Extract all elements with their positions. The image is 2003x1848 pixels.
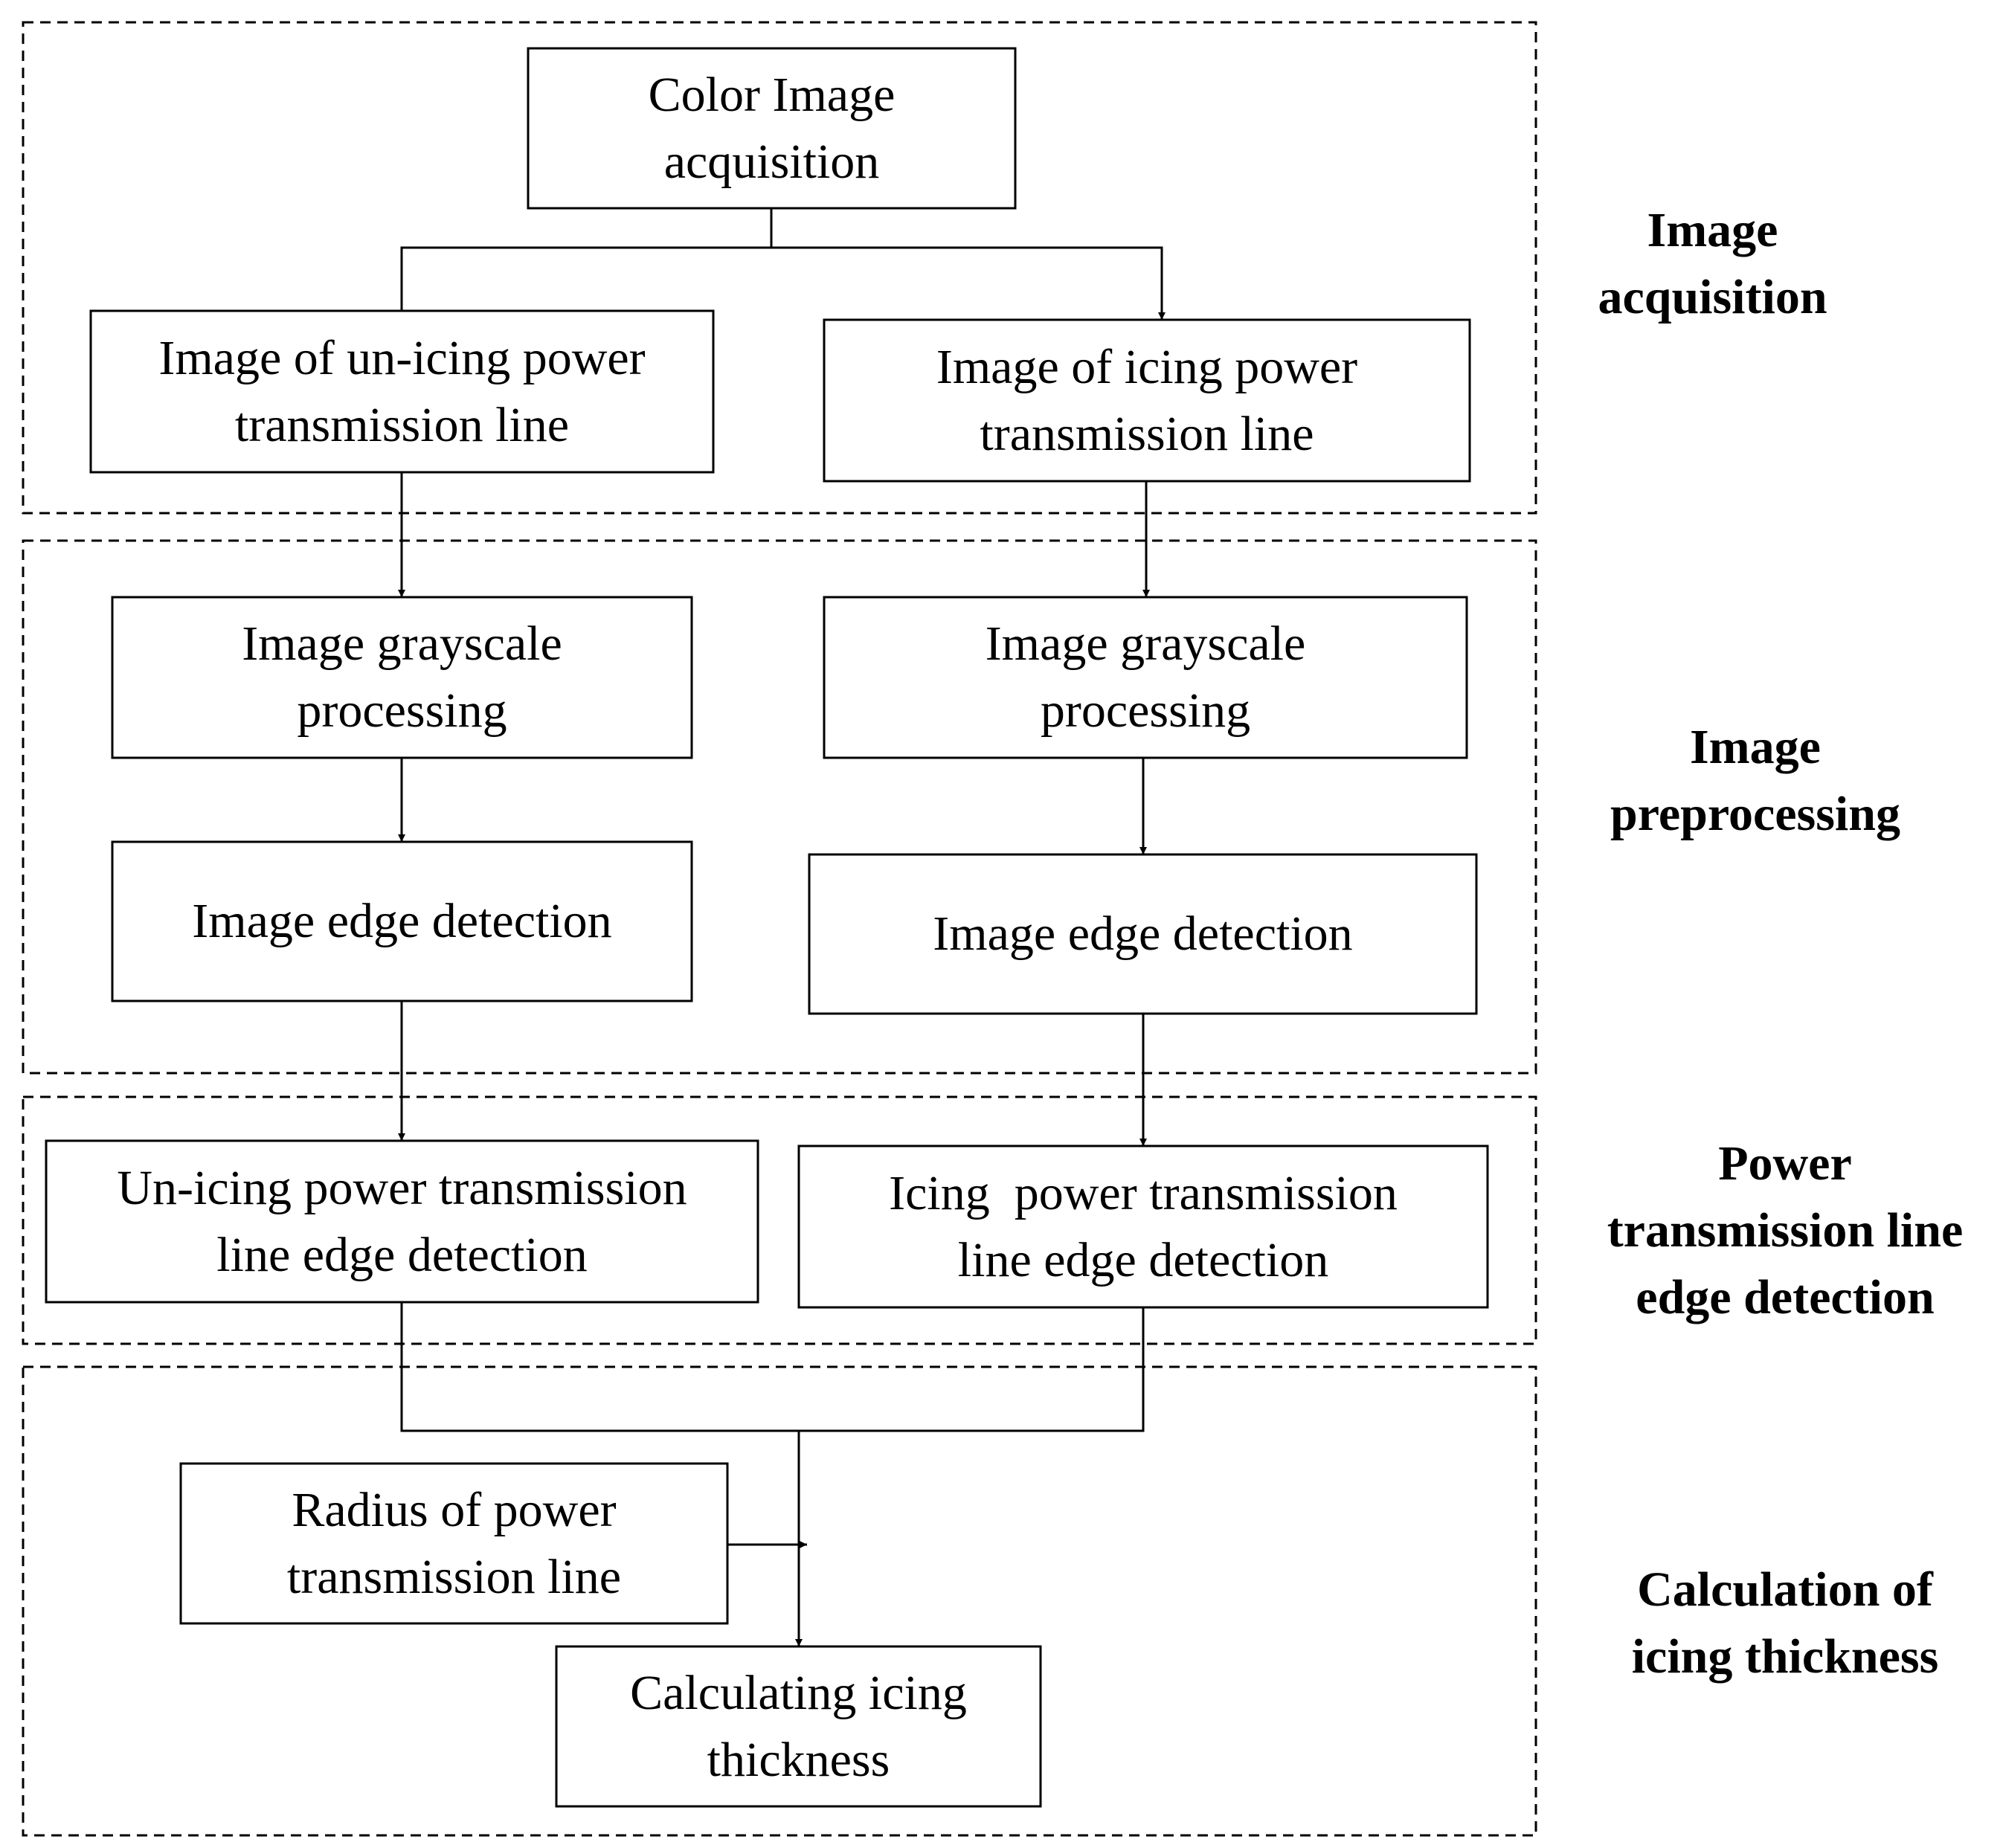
box-calculating-thickness xyxy=(555,1645,1042,1808)
box-edge-detection-right xyxy=(808,853,1478,1015)
box-iced-image xyxy=(823,318,1471,483)
section-frame-acquisition xyxy=(22,21,1537,515)
box-radius xyxy=(179,1462,729,1625)
box-color-image-acquisition xyxy=(527,47,1017,210)
box-grayscale-right xyxy=(823,596,1468,759)
section-frame-edge-detection xyxy=(22,1095,1537,1345)
section-frame-preprocessing xyxy=(22,539,1537,1075)
box-iced-edge-detection xyxy=(797,1144,1489,1309)
box-edge-detection-left xyxy=(111,840,693,1002)
box-grayscale-left xyxy=(111,596,693,759)
connector-split xyxy=(400,246,1166,320)
connector-merge xyxy=(400,1302,1145,1432)
section-frame-calculation xyxy=(22,1365,1537,1837)
edge-detection-right-label: Image edge detection xyxy=(933,907,1353,961)
edge-detection-left-label: Image edge detection xyxy=(192,894,612,948)
box-uniced-image xyxy=(89,309,715,474)
